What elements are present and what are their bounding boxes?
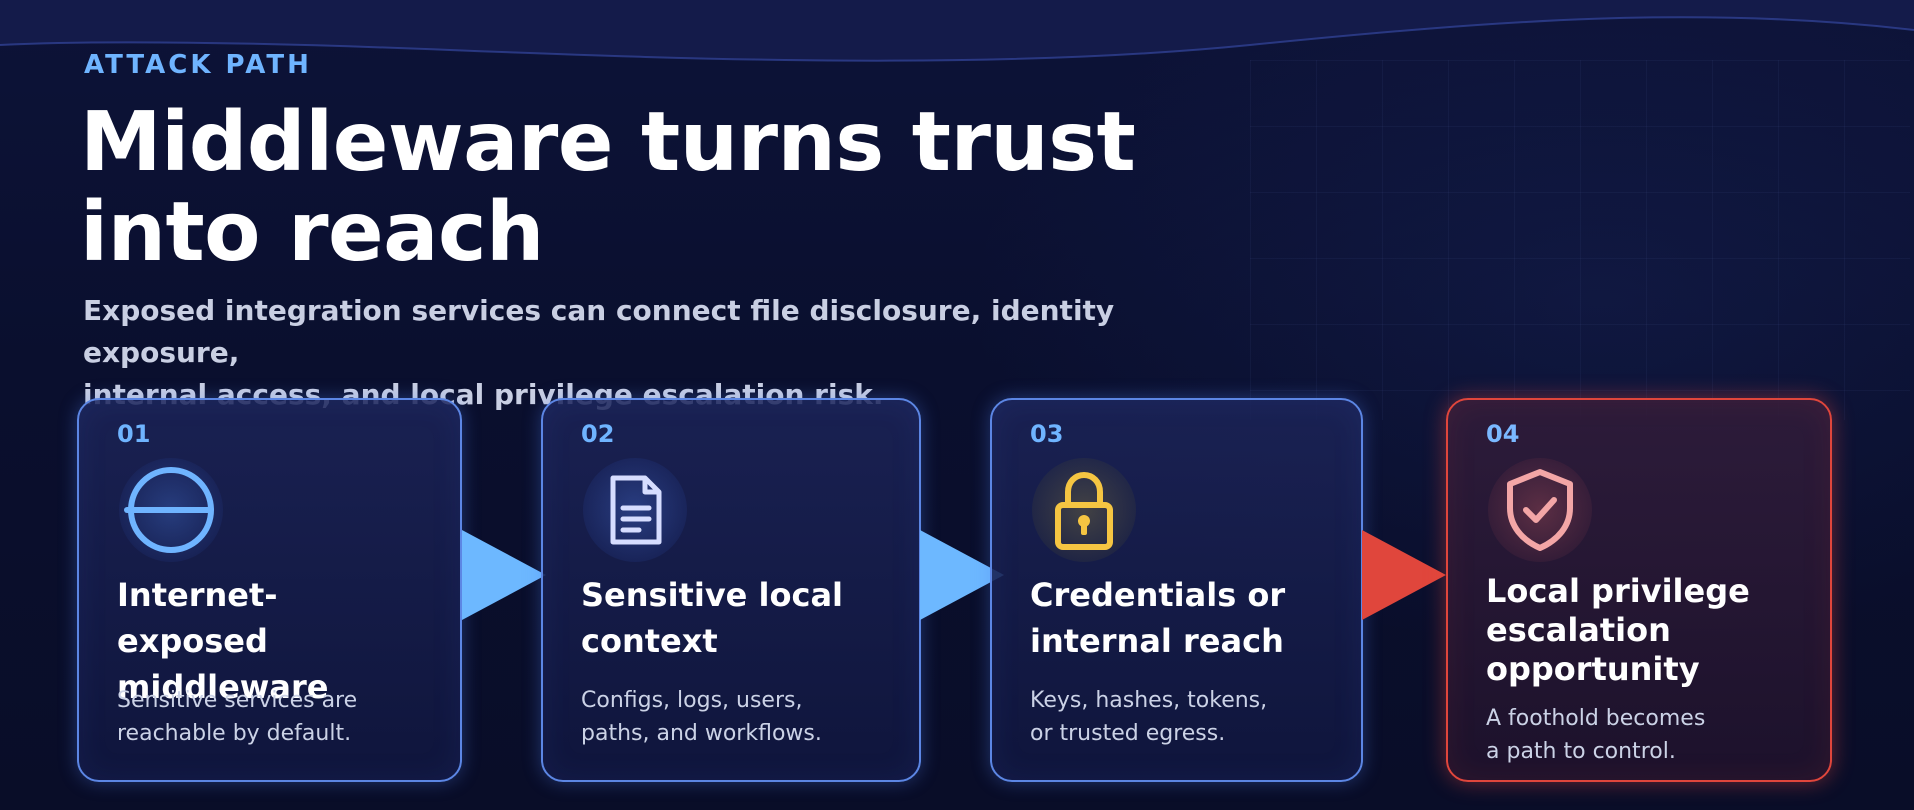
step-title-line-2: context xyxy=(581,622,718,660)
padlock-icon xyxy=(1032,458,1136,562)
step-title-line-1: Sensitive local xyxy=(581,576,843,614)
step-description: A foothold becomes a path to control. xyxy=(1486,702,1786,768)
flow-arrow-1 xyxy=(462,530,546,620)
top-wave-decoration xyxy=(0,0,1914,62)
page-title: Middleware turns trust into reach xyxy=(80,98,1180,278)
step-description-line-1: Sensitive services are xyxy=(117,688,358,713)
page-title-line-1: Middleware turns trust xyxy=(80,95,1136,190)
step-description-line-1: Configs, logs, users, xyxy=(581,688,803,713)
step-number: 02 xyxy=(581,420,615,448)
step-description: Sensitive services are reachable by defa… xyxy=(117,684,417,750)
page-subtitle-line-1: Exposed integration services can connect… xyxy=(83,294,1115,369)
step-card-1: 01 Internet-exposed middleware Sensitive… xyxy=(77,398,462,782)
step-title-line-2: middleware xyxy=(117,668,329,706)
step-description-line-1: A foothold becomes xyxy=(1486,706,1706,731)
globe-icon xyxy=(119,458,223,562)
step-title: Local privilege escalation opportunity xyxy=(1486,572,1796,689)
document-icon xyxy=(583,458,687,562)
step-card-2: 02 Sensitive local context Configs, logs… xyxy=(541,398,921,782)
step-title-line-3: opportunity xyxy=(1486,650,1700,688)
step-title-line-2: escalation xyxy=(1486,611,1671,649)
flow-arrow-3 xyxy=(1362,530,1446,620)
step-description-line-2: reachable by default. xyxy=(117,721,352,746)
background-grid xyxy=(1250,60,1910,420)
step-description-line-2: paths, and workflows. xyxy=(581,721,822,746)
step-description-line-1: Keys, hashes, tokens, xyxy=(1030,688,1268,713)
step-description-line-2: a path to control. xyxy=(1486,739,1676,764)
step-description: Keys, hashes, tokens, or trusted egress. xyxy=(1030,684,1330,750)
step-number: 03 xyxy=(1030,420,1064,448)
page-title-line-2: into reach xyxy=(80,185,544,280)
step-number: 01 xyxy=(117,420,151,448)
step-title-line-1: Local privilege xyxy=(1486,572,1750,610)
step-title-line-2: internal reach xyxy=(1030,622,1284,660)
step-title-line-1: Credentials or xyxy=(1030,576,1286,614)
step-description-line-2: or trusted egress. xyxy=(1030,721,1226,746)
step-title-line-1: Internet-exposed xyxy=(117,576,278,660)
step-number: 04 xyxy=(1486,420,1520,448)
step-title: Internet-exposed middleware xyxy=(117,572,417,710)
shield-check-icon xyxy=(1488,458,1592,562)
step-card-3: 03 Credentials or internal reach Keys, h… xyxy=(990,398,1363,782)
step-title: Credentials or internal reach xyxy=(1030,572,1330,664)
flow-arrow-2 xyxy=(920,530,1004,620)
step-title: Sensitive local context xyxy=(581,572,881,664)
eyebrow-label: ATTACK PATH xyxy=(84,50,312,80)
step-card-4: 04 Local privilege escalation opportunit… xyxy=(1446,398,1832,782)
step-description: Configs, logs, users, paths, and workflo… xyxy=(581,684,881,750)
